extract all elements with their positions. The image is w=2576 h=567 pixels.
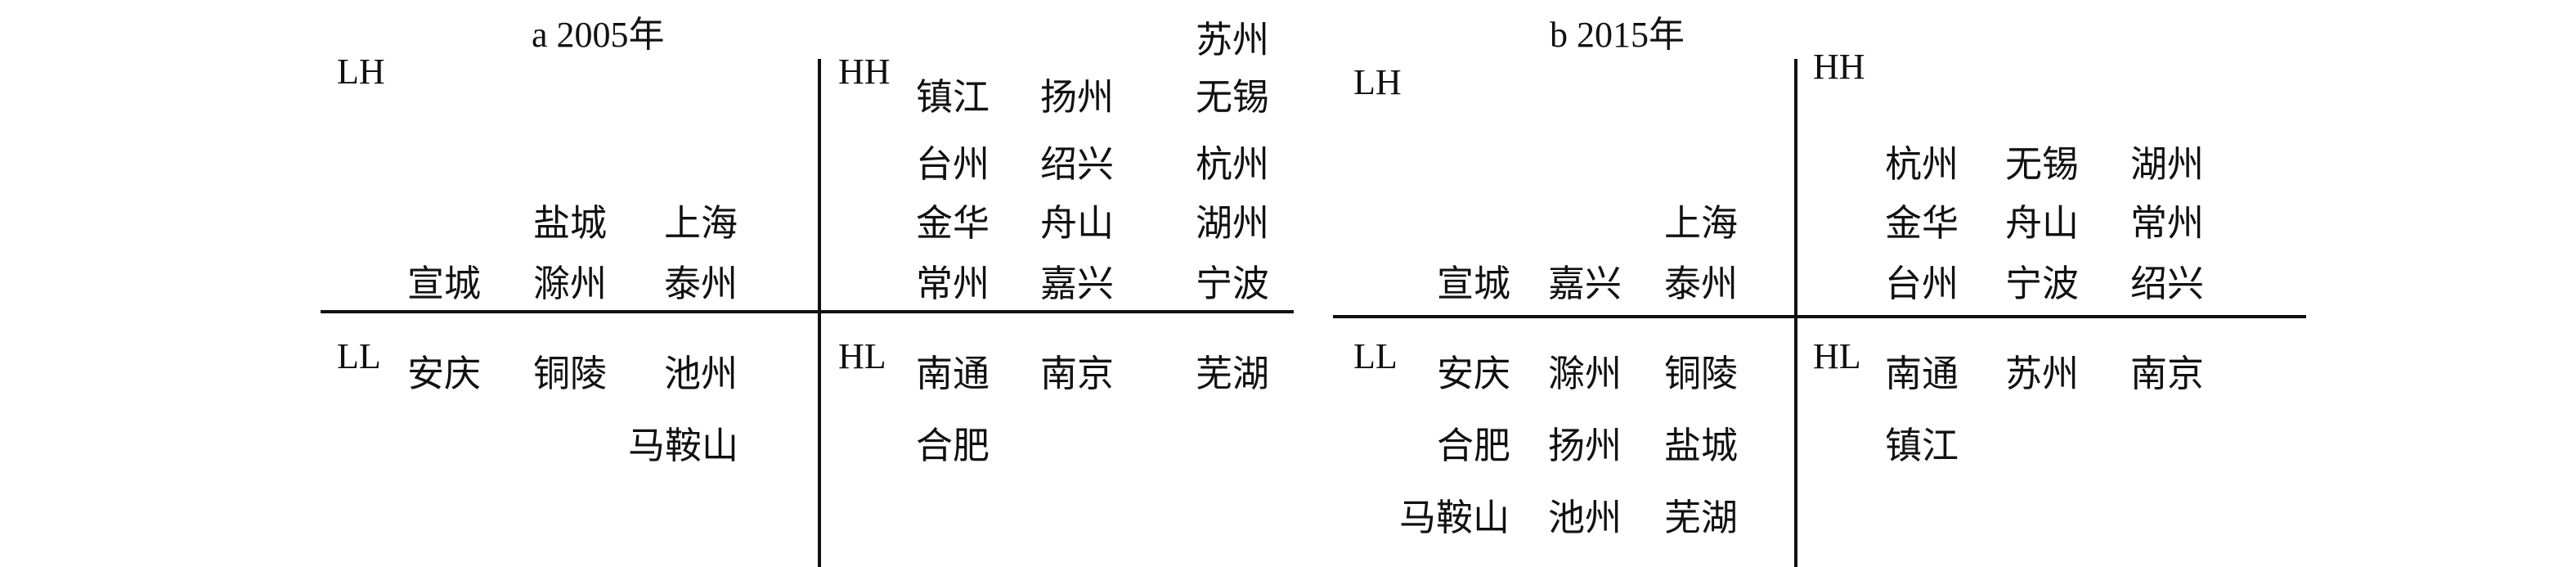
- city-label: 合肥: [1437, 424, 1511, 467]
- city-label: 台州: [1885, 262, 1959, 305]
- city-label: 盐城: [533, 201, 608, 245]
- city-label: 上海: [664, 201, 738, 245]
- city-label: 铜陵: [533, 352, 608, 395]
- city-label: 杭州: [1885, 142, 1959, 186]
- city-label: 马鞍山: [628, 424, 739, 467]
- quadrant-label-ll: LL: [337, 336, 381, 376]
- city-label: 苏州: [2005, 352, 2080, 395]
- city-label: 湖州: [1196, 201, 1270, 245]
- city-label: 盐城: [1664, 424, 1739, 467]
- city-label: 金华: [1885, 201, 1959, 245]
- panel-2015: b 2015年 LH HH LL HL 上海 宣城 嘉兴 泰州 杭州 无锡 湖州…: [1288, 0, 2576, 567]
- panel-title: b 2015年: [1550, 15, 1685, 55]
- quadrant-label-hl: HL: [838, 336, 886, 376]
- city-label: 嘉兴: [1040, 262, 1115, 305]
- city-label: 铜陵: [1664, 352, 1739, 395]
- city-label: 芜湖: [1664, 496, 1739, 539]
- city-label: 常州: [2130, 201, 2205, 245]
- horizontal-axis: [321, 310, 1294, 313]
- city-label: 滁州: [1548, 352, 1622, 395]
- vertical-axis: [1794, 59, 1797, 567]
- city-label: 扬州: [1040, 75, 1115, 119]
- city-label: 湖州: [2130, 142, 2205, 186]
- city-label: 马鞍山: [1399, 496, 1510, 539]
- city-label: 嘉兴: [1548, 262, 1622, 305]
- quadrant-label-hh: HH: [1813, 47, 1865, 87]
- city-label: 绍兴: [1040, 142, 1115, 186]
- quadrant-label-ll: LL: [1353, 336, 1398, 376]
- city-label: 宁波: [2005, 262, 2080, 305]
- city-label: 泰州: [664, 262, 738, 305]
- city-label: 宣城: [407, 262, 482, 305]
- city-label: 扬州: [1548, 424, 1622, 467]
- city-label: 台州: [916, 142, 990, 186]
- city-label: 池州: [1548, 496, 1622, 539]
- city-label: 镇江: [916, 75, 990, 119]
- city-label: 南京: [2130, 352, 2205, 395]
- city-label: 安庆: [407, 352, 482, 395]
- panel-title: a 2005年: [532, 15, 665, 55]
- city-label: 无锡: [2005, 142, 2080, 186]
- quadrant-label-hl: HL: [1813, 336, 1861, 376]
- city-label: 绍兴: [2130, 262, 2205, 305]
- city-label: 南通: [1885, 352, 1959, 395]
- city-label: 苏州: [1196, 18, 1270, 61]
- city-label: 宣城: [1437, 262, 1511, 305]
- city-label: 舟山: [2005, 201, 2080, 245]
- quadrant-label-lh: LH: [1353, 62, 1402, 102]
- city-label: 安庆: [1437, 352, 1511, 395]
- city-label: 杭州: [1196, 142, 1270, 186]
- city-label: 宁波: [1196, 262, 1270, 305]
- city-label: 上海: [1664, 201, 1739, 245]
- city-label: 镇江: [1885, 424, 1959, 467]
- panel-2005: a 2005年 LH HH LL HL 盐城 上海 宣城 滁州 泰州 苏州 镇江…: [321, 15, 1294, 567]
- horizontal-axis: [1333, 315, 2306, 318]
- city-label: 泰州: [1664, 262, 1739, 305]
- city-label: 金华: [916, 201, 990, 245]
- city-label: 无锡: [1196, 75, 1270, 119]
- city-label: 滁州: [533, 262, 608, 305]
- quadrant-label-lh: LH: [337, 52, 385, 92]
- city-label: 芜湖: [1196, 352, 1270, 395]
- city-label: 常州: [916, 262, 990, 305]
- city-label: 南通: [916, 352, 990, 395]
- city-label: 南京: [1040, 352, 1115, 395]
- city-label: 合肥: [916, 424, 990, 467]
- city-label: 舟山: [1040, 201, 1115, 245]
- quadrant-label-hh: HH: [838, 52, 891, 92]
- city-label: 池州: [664, 352, 738, 395]
